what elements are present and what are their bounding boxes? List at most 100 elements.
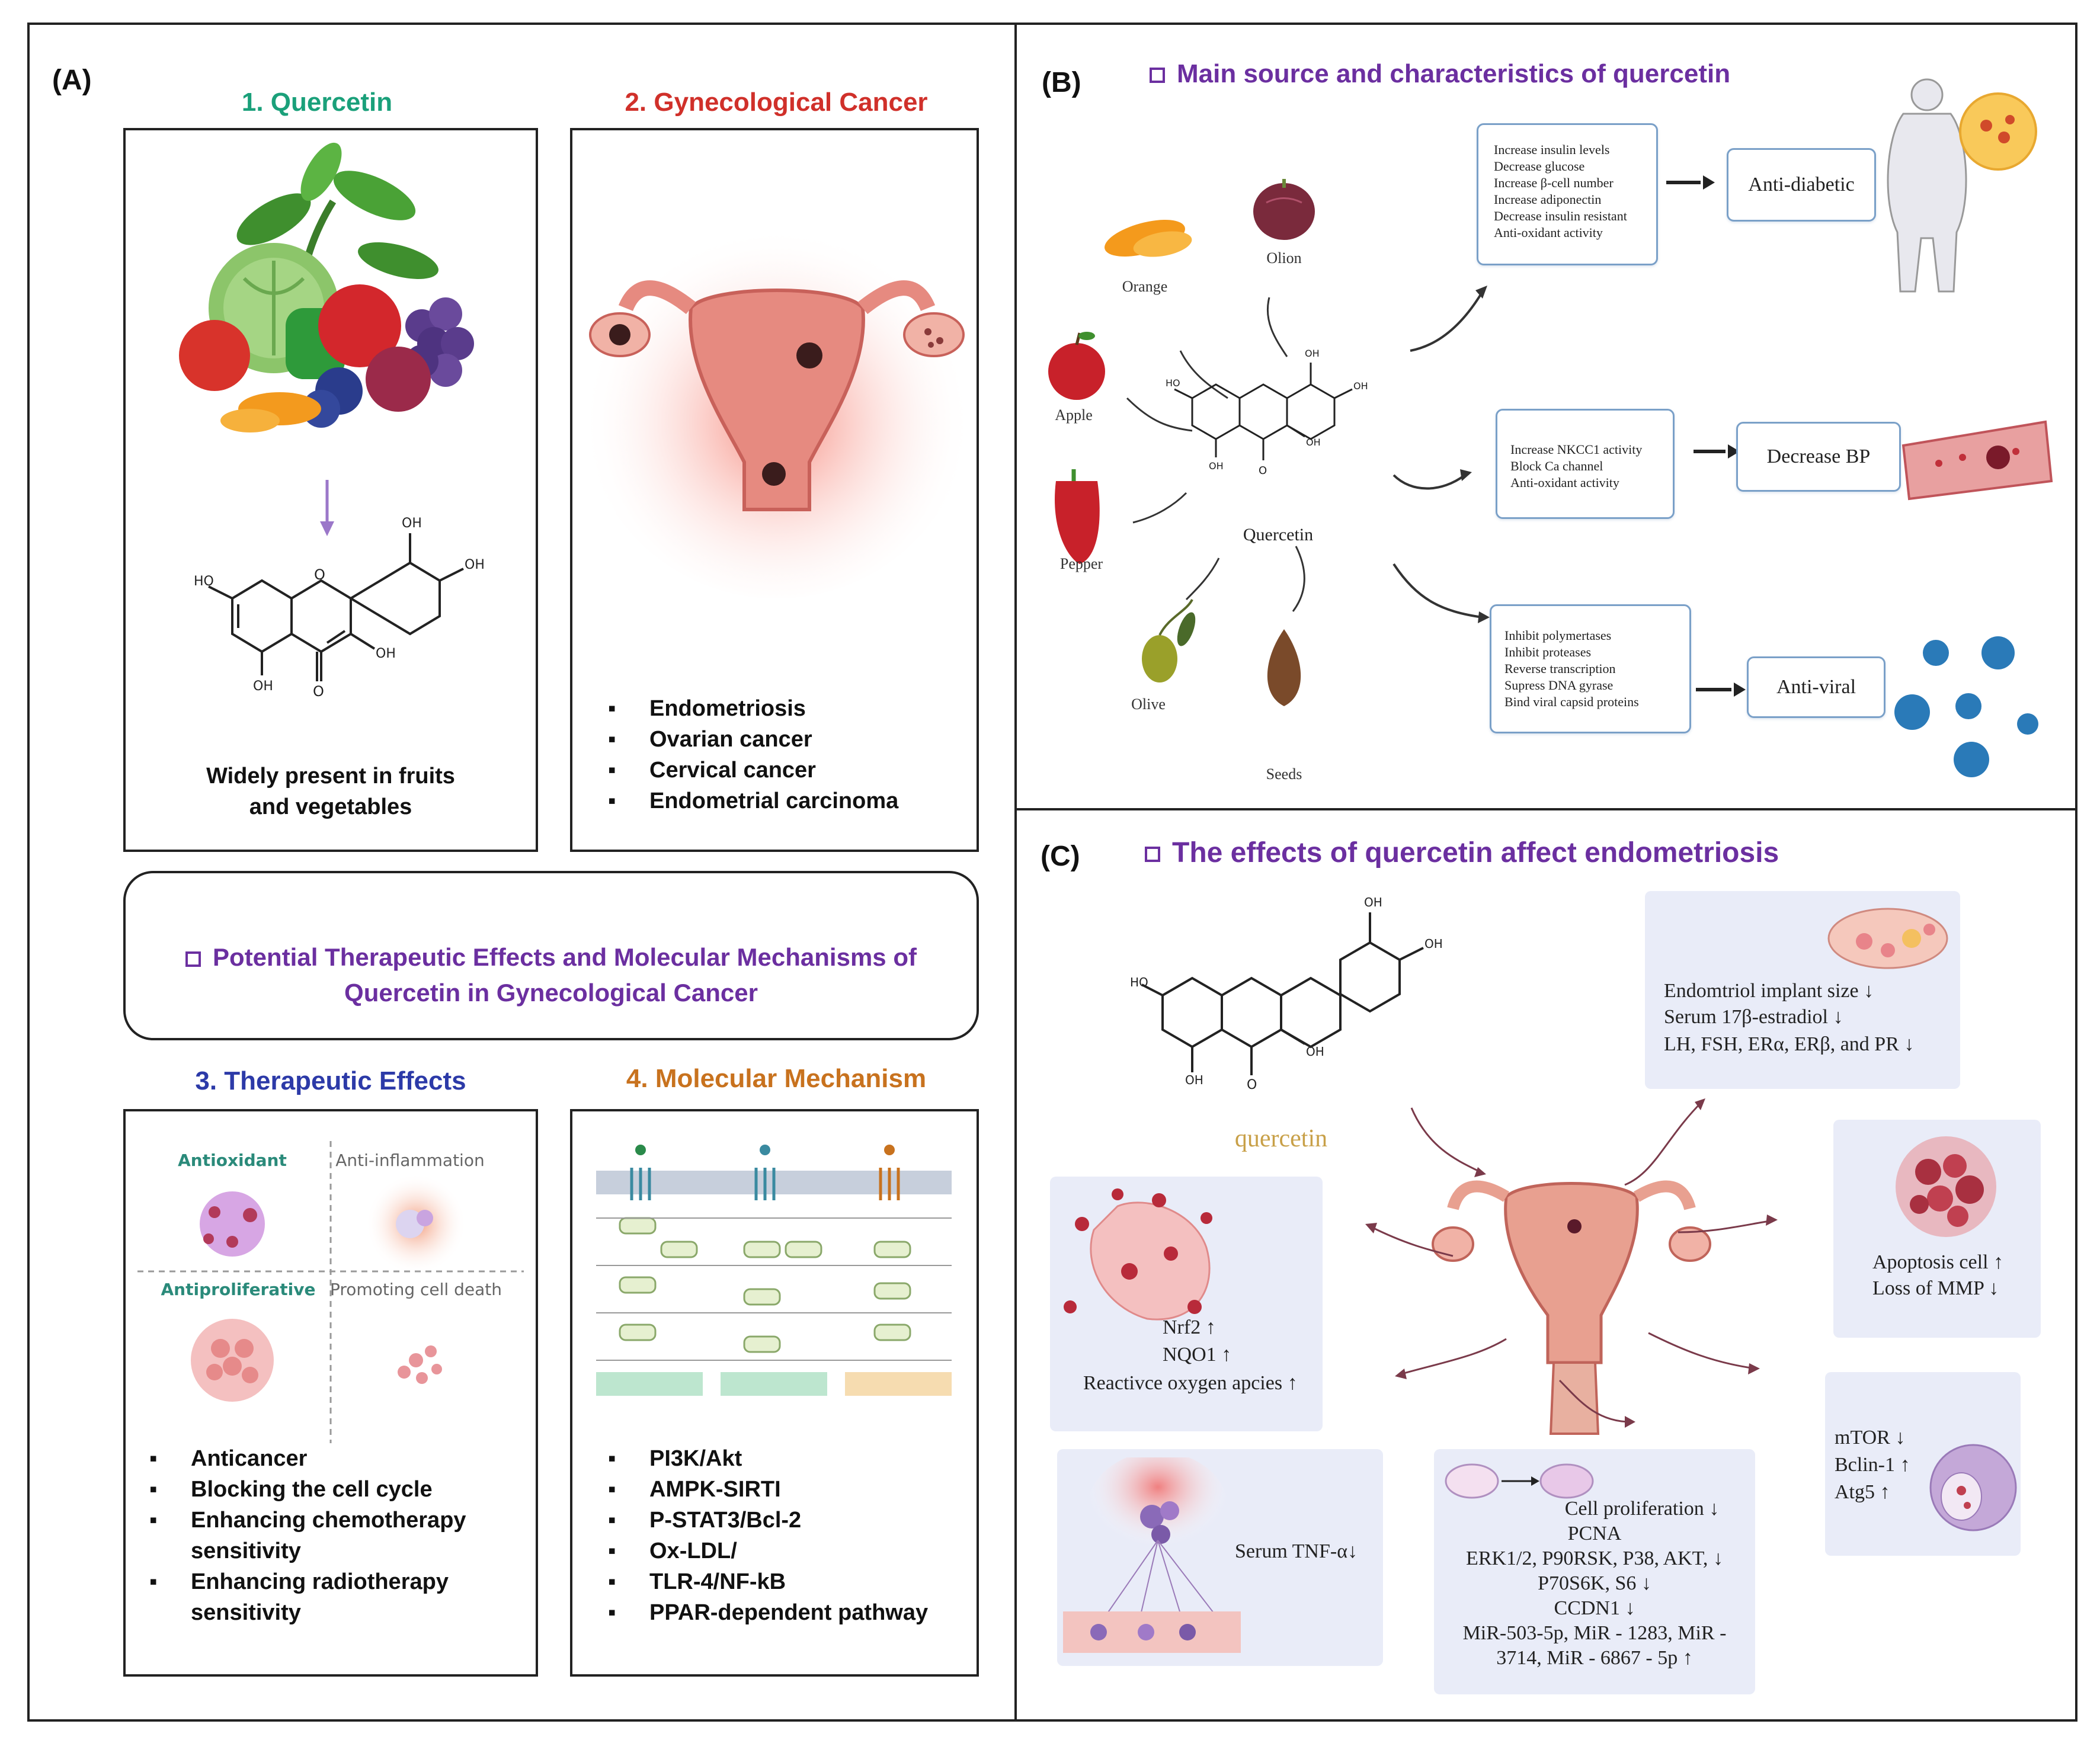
ccdn1-line: CCDN1 ↓ xyxy=(1554,1597,1635,1619)
quadrant-antioxidant: Antioxidant xyxy=(178,1151,287,1170)
svg-text:OH: OH xyxy=(1185,1073,1203,1087)
svg-text:OH: OH xyxy=(1353,380,1368,392)
pepper-icon xyxy=(1055,469,1100,564)
checkbox-icon xyxy=(185,951,201,967)
mechanism-item: TLR-4/NF-kB xyxy=(608,1566,975,1597)
cell-proliferation-line: Cell proliferation ↓ xyxy=(1564,1498,1720,1520)
proliferation-lines: Cell proliferation ↓ PCNA ERK1/2, P90RSK… xyxy=(1434,1497,1755,1671)
mechanism-line: Increase insulin levels xyxy=(1494,142,1610,157)
source-orange: Orange xyxy=(1122,278,1168,295)
fruits-vegetables-illustration xyxy=(179,142,474,432)
up-arrow-icon: ↑ xyxy=(1900,1454,1910,1476)
mechanism-line: Inhibit polymertases xyxy=(1504,628,1612,643)
mechanism-line: Block Ca channel xyxy=(1510,459,1603,473)
svg-text:OH: OH xyxy=(1424,937,1443,951)
down-arrow-icon: ↓ xyxy=(1712,1547,1723,1569)
mirna-line-2: 3714, MiR - 6867 - 5p ↑ xyxy=(1496,1647,1693,1669)
banner-line-2: Quercetin in Gynecological Cancer xyxy=(344,979,758,1007)
mechanism-item: PPAR-dependent pathway xyxy=(608,1597,975,1628)
quercetin-center-label: Quercetin xyxy=(1243,525,1313,544)
autophagy-box: mTOR ↓ Bclin-1 ↑ Atg5 ↑ xyxy=(1825,1372,2021,1556)
decrease-bp-box: Decrease BP xyxy=(1736,422,1901,492)
apoptosis-cell-line: Apoptosis cell ↑ xyxy=(1872,1251,2003,1273)
therapeutic-item: Blocking the cell cycle xyxy=(149,1474,529,1505)
quercetin-structure-c xyxy=(1141,912,1424,1075)
apple-icon xyxy=(1048,332,1105,400)
oxidative-cell-icon xyxy=(1064,1188,1212,1321)
hormone-line-implant: Endomtriol implant size ↓ xyxy=(1664,980,1874,1002)
quercetin-structure-b xyxy=(1174,363,1353,460)
therapeutic-quadrants: Antioxidant Anti-inflammation Antiprolif… xyxy=(137,1141,524,1443)
mechanism-line: Decrease insulin resistant xyxy=(1494,209,1627,223)
orange-icon xyxy=(1105,220,1192,257)
quercetin-caption-line-1: Widely present in fruits xyxy=(206,764,455,789)
proliferation-box: Cell proliferation ↓ PCNA ERK1/2, P90RSK… xyxy=(1434,1449,1755,1694)
result-arrows xyxy=(1666,181,1731,691)
checkbox-icon xyxy=(1145,847,1160,863)
decrease-bp-label: Decrease BP xyxy=(1766,446,1871,467)
erk-line: ERK1/2, P90RSK, P38, AKT, ↓ xyxy=(1466,1547,1723,1569)
quadrant-anti-inflammation: Anti-inflammation xyxy=(335,1151,484,1170)
quercetin-box: HO OH O OH O OH OH Widely present in fru… xyxy=(123,128,538,852)
therapeutic-item: Anticancer xyxy=(149,1443,529,1474)
nqo1-line: NQO1 ↑ xyxy=(1163,1344,1232,1366)
source-apple: Apple xyxy=(1055,406,1093,424)
panel-b-title: Main source and characteristics of querc… xyxy=(1150,59,1730,89)
svg-text:HO: HO xyxy=(1130,975,1148,989)
hormone-effects-box: Endomtriol implant size ↓ Serum 17β-estr… xyxy=(1645,891,1960,1089)
antiviral-mechanisms-box: Inhibit polymertases Inhibit proteases R… xyxy=(1490,604,1691,733)
anti-diabetic-label: Anti-diabetic xyxy=(1748,174,1855,196)
svg-text:HO: HO xyxy=(1166,377,1180,389)
hormone-line-receptors: LH, FSH, ERα, ERβ, and PR ↓ xyxy=(1664,1033,1915,1055)
down-arrow-icon: ↓ xyxy=(1625,1597,1635,1619)
atg5-line: Atg5 ↑ xyxy=(1835,1481,1890,1503)
uterus-illustration xyxy=(581,207,972,598)
ovary-icon xyxy=(1827,908,1948,969)
panel-c-label: (C) xyxy=(1041,841,1080,872)
cancer-item: Ovarian cancer xyxy=(608,724,975,755)
anti-viral-box: Anti-viral xyxy=(1747,656,1885,718)
virus-icons xyxy=(1894,636,2038,777)
up-arrow-icon: ↑ xyxy=(1205,1316,1216,1338)
mechanism-line: Reverse transcription xyxy=(1504,661,1616,676)
svg-text:OH: OH xyxy=(1364,895,1382,909)
source-seeds: Seeds xyxy=(1266,765,1302,783)
onion-icon xyxy=(1253,179,1315,240)
banner-line-1: Potential Therapeutic Effects and Molecu… xyxy=(126,940,977,975)
quadrant-promoting-cell-death: Promoting cell death xyxy=(330,1280,502,1299)
svg-text:O: O xyxy=(1247,1078,1257,1092)
nrf2-line: Nrf2 ↑ xyxy=(1163,1316,1216,1338)
panel-a-label: (A) xyxy=(52,65,92,96)
panel-b-diagram: Orange Olion Apple Pepper Olive Seeds xyxy=(1048,78,2053,783)
mechanism-item: P-STAT3/Bcl-2 xyxy=(608,1505,975,1536)
central-uterus-icon xyxy=(1432,1180,1711,1435)
signaling-pathways-illustration xyxy=(596,1145,952,1396)
up-arrow-icon: ↑ xyxy=(1993,1251,2003,1273)
gynecological-cancer-list: Endometriosis Ovarian cancer Cervical ca… xyxy=(608,693,975,816)
mechanism-line: Supress DNA gyrase xyxy=(1504,678,1614,693)
svg-text:O: O xyxy=(314,566,325,583)
mechanism-item: PI3K/Akt xyxy=(608,1443,975,1474)
adipocyte-cluster-icon xyxy=(1959,92,2037,171)
mechanism-line: Increase adiponectin xyxy=(1494,192,1602,207)
down-arrow-icon: ↓ xyxy=(1833,1006,1843,1028)
down-arrow-icon: ↓ xyxy=(1895,1427,1906,1449)
anti-diabetic-mechanisms-box: Increase insulin levels Decrease glucose… xyxy=(1477,123,1658,265)
gynecological-cancer-box: Endometriosis Ovarian cancer Cervical ca… xyxy=(570,128,979,852)
panel-c-arrows xyxy=(1369,1101,1774,1423)
cancer-item: Endometriosis xyxy=(608,693,975,724)
quadrant-antiproliferative: Antiproliferative xyxy=(161,1280,316,1299)
cancer-item: Cervical cancer xyxy=(608,755,975,786)
apoptotic-cell-icon xyxy=(1896,1136,1996,1237)
up-arrow-icon: ↑ xyxy=(1287,1372,1298,1394)
ros-line: Reactivce oxygen apcies ↑ xyxy=(1083,1372,1298,1394)
anti-viral-label: Anti-viral xyxy=(1776,676,1856,698)
svg-text:OH: OH xyxy=(1305,348,1320,359)
mtor-line: mTOR ↓ xyxy=(1835,1427,1906,1449)
gynecological-cancer-title: 2. Gynecological Cancer xyxy=(625,88,928,117)
mechanism-line: Anti-oxidant activity xyxy=(1494,225,1603,240)
pcna-line: PCNA xyxy=(1567,1523,1622,1544)
inflammation-box: Serum TNF-α↓ xyxy=(1057,1449,1383,1666)
seed-icon xyxy=(1267,629,1301,706)
